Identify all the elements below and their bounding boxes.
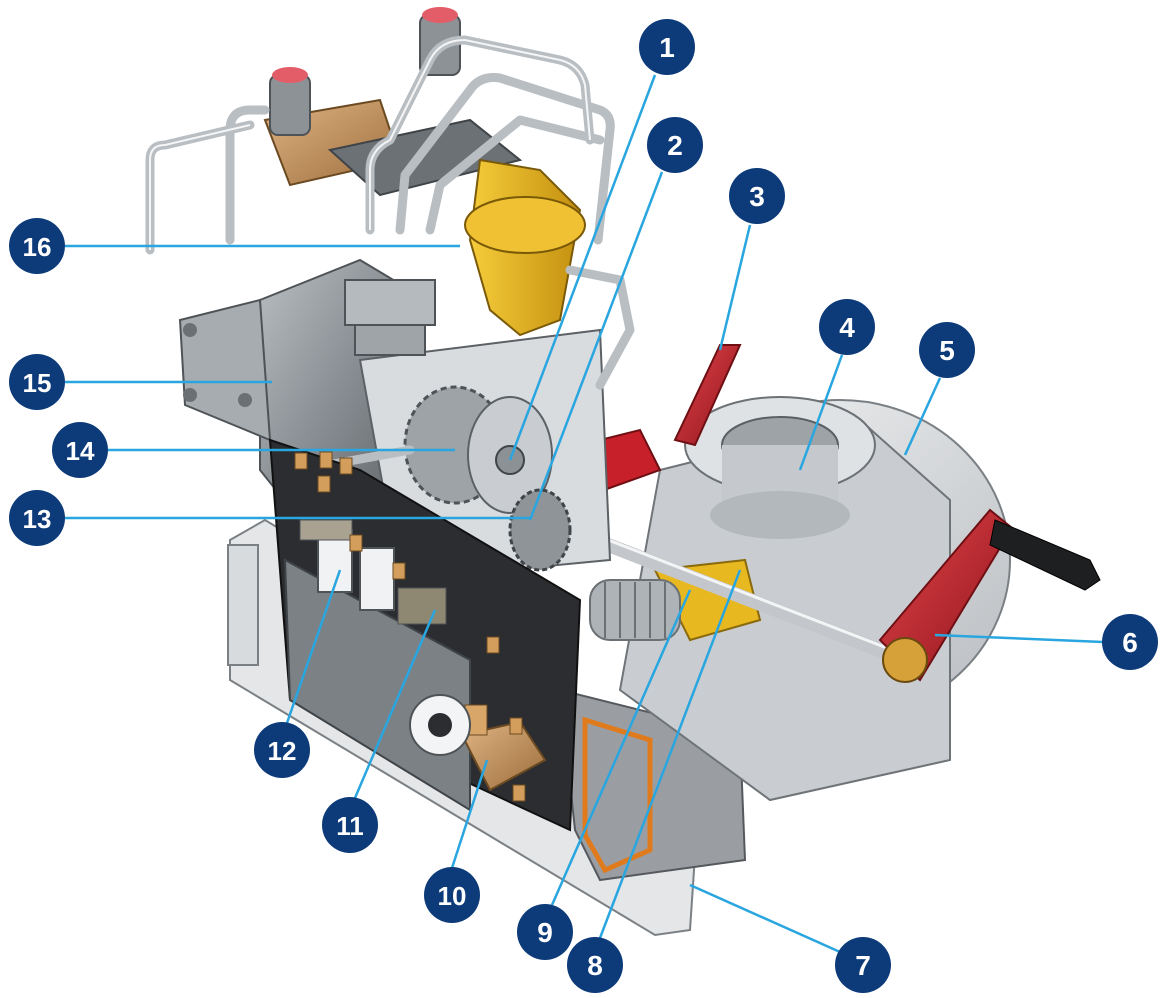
declutch-lever — [673, 344, 742, 447]
leader-line — [798, 354, 844, 471]
callout-15: 15 — [9, 354, 272, 410]
callout-1: 1 — [508, 19, 695, 461]
switch-actuator — [299, 519, 353, 541]
leader-line — [934, 633, 1104, 644]
leader-line — [550, 589, 692, 906]
callout-4: 4 — [798, 299, 875, 471]
mounting-plate-top — [327, 118, 523, 197]
callout-number: 3 — [749, 181, 765, 212]
callout-14: 14 — [52, 422, 455, 478]
callout-number: 10 — [438, 881, 467, 911]
limit-switch — [359, 547, 395, 611]
leader-line — [285, 569, 342, 724]
callout-marker — [729, 168, 785, 224]
leader-line — [598, 569, 742, 939]
callout-marker — [9, 354, 65, 410]
callout-number: 13 — [23, 504, 52, 534]
callout-10: 10 — [424, 759, 489, 923]
regulator-stem — [354, 324, 426, 356]
callout-marker — [835, 937, 891, 993]
callout-number: 1 — [659, 32, 675, 63]
hydraulic-tubing-highlight — [149, 38, 591, 250]
callout-number: 15 — [23, 368, 52, 398]
valve-cap — [272, 67, 308, 83]
callout-7: 7 — [689, 883, 891, 993]
leader-line — [718, 224, 752, 351]
hand-crank-hub — [882, 637, 928, 683]
callout-marker — [819, 299, 875, 355]
callout-8: 8 — [567, 569, 742, 993]
leader-line — [689, 883, 841, 954]
callout-marker — [254, 722, 310, 778]
callout-number: 9 — [537, 917, 553, 948]
callout-marker — [567, 937, 623, 993]
end-cap-bolt — [183, 323, 197, 337]
callout-marker — [424, 867, 480, 923]
leader-line — [450, 759, 489, 869]
leader-line — [508, 74, 657, 461]
callout-11: 11 — [322, 609, 437, 853]
callout-number: 4 — [839, 312, 855, 343]
leader-line — [528, 171, 664, 521]
motor-end-cap — [178, 298, 272, 442]
callout-number: 14 — [66, 436, 95, 466]
callout-marker — [639, 19, 695, 75]
callout-marker — [9, 490, 65, 546]
leader-line — [903, 377, 942, 456]
actuator-illustration — [145, 7, 1101, 937]
end-cap-bolt — [238, 393, 252, 407]
callout-number: 16 — [23, 232, 52, 262]
callout-13: 13 — [9, 490, 530, 546]
callout-marker — [1102, 614, 1158, 670]
output-bushing-base — [710, 491, 850, 539]
worm-screw — [589, 579, 681, 641]
callout-9: 9 — [517, 589, 692, 960]
end-cap-bolt — [183, 388, 197, 402]
callout-3: 3 — [718, 168, 785, 351]
callout-marker — [647, 117, 703, 173]
callout-5: 5 — [903, 322, 975, 456]
callout-marker — [517, 904, 573, 960]
leader-line — [353, 609, 437, 799]
callout-number: 2 — [667, 130, 683, 161]
callout-2: 2 — [528, 117, 703, 521]
brass-fittings — [294, 451, 526, 802]
position-indicator-dial-center — [428, 713, 452, 737]
callout-16: 16 — [9, 218, 460, 274]
callout-marker — [52, 422, 108, 478]
callout-marker — [322, 797, 378, 853]
callout-12: 12 — [254, 569, 342, 778]
base-bracket — [227, 544, 259, 666]
filter-flange — [464, 196, 586, 254]
callout-6: 6 — [934, 614, 1158, 670]
callout-number: 5 — [939, 335, 955, 366]
pinion-gear — [508, 488, 572, 572]
valve-cap — [422, 7, 458, 23]
regulator-body — [344, 279, 436, 326]
callout-number: 8 — [587, 950, 603, 981]
solenoid-valve — [269, 74, 311, 136]
callout-marker — [9, 218, 65, 274]
hand-crank-grip — [989, 519, 1101, 591]
callout-number: 11 — [336, 811, 364, 841]
callout-marker — [919, 322, 975, 378]
switch-actuator — [397, 587, 447, 625]
callout-number: 7 — [855, 950, 871, 981]
sump-gasket — [582, 716, 653, 874]
callout-number: 6 — [1122, 627, 1138, 658]
callout-number: 12 — [268, 736, 297, 766]
